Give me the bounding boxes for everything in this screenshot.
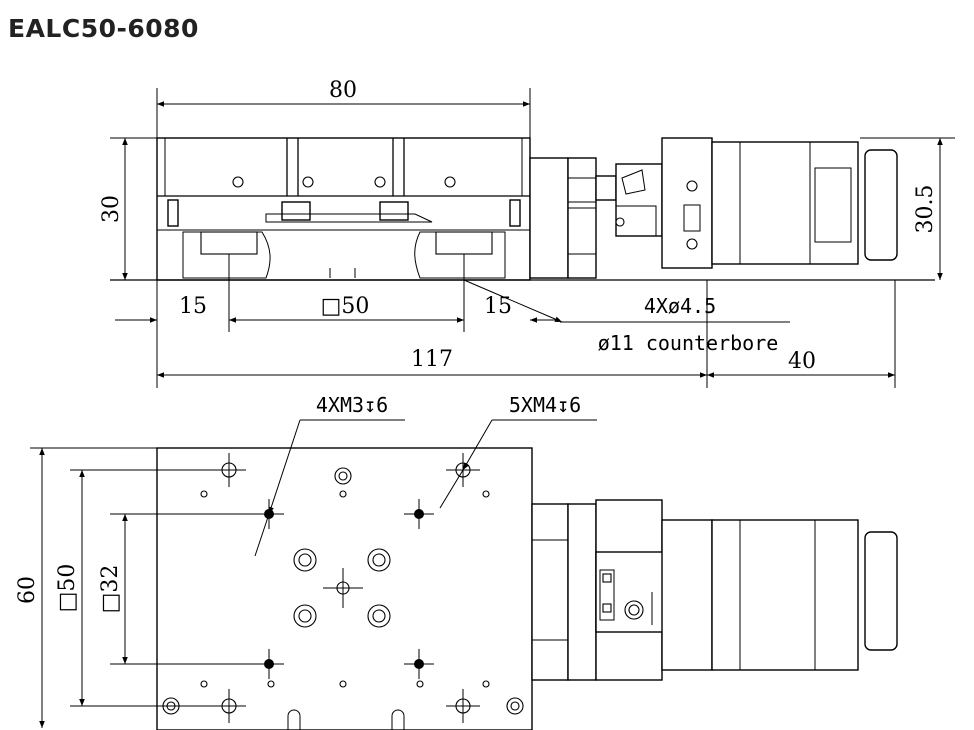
dim-holes: 4Xø4.5	[644, 294, 716, 318]
dim-height: 30	[99, 195, 124, 223]
dim-square: □50	[321, 294, 370, 319]
dim-sq32: □32	[98, 565, 123, 614]
dim-motor-length: 40	[788, 349, 816, 374]
front-dimensions: 80 30 30.5 15 □50 15 4Xø4.5 ø11 counterb…	[99, 78, 955, 388]
motor-body-front	[711, 141, 859, 265]
dim-height-right: 30.5	[913, 185, 938, 234]
top-dimensions: 60 □50 □32 4XM3↧6 5XM4↧6	[15, 393, 597, 728]
stage-body-front	[156, 137, 531, 281]
hatched-base-left	[182, 231, 271, 279]
hatched-base-right	[414, 231, 506, 279]
motor-knob-top	[864, 531, 898, 651]
dim-sq50: □50	[55, 564, 80, 613]
label-m4: 5XM4↧6	[509, 393, 581, 417]
front-view	[110, 137, 935, 281]
motor-knob-front	[864, 149, 898, 261]
dim-right-offset: 15	[484, 294, 512, 319]
dim-counterbore: ø11 counterbore	[598, 331, 779, 355]
top-view	[156, 447, 898, 730]
coupling-housing-front	[529, 157, 569, 279]
drawing-title: EALC50-6080	[8, 14, 199, 43]
motor-body-top	[711, 519, 859, 671]
dim-total-length: 117	[411, 347, 453, 372]
dim-plan-height: 60	[15, 576, 40, 604]
dim-top-width: 80	[329, 78, 357, 103]
dim-left-offset: 15	[179, 294, 207, 319]
motor-flange-front	[661, 137, 713, 269]
label-m3: 4XM3↧6	[316, 393, 388, 417]
